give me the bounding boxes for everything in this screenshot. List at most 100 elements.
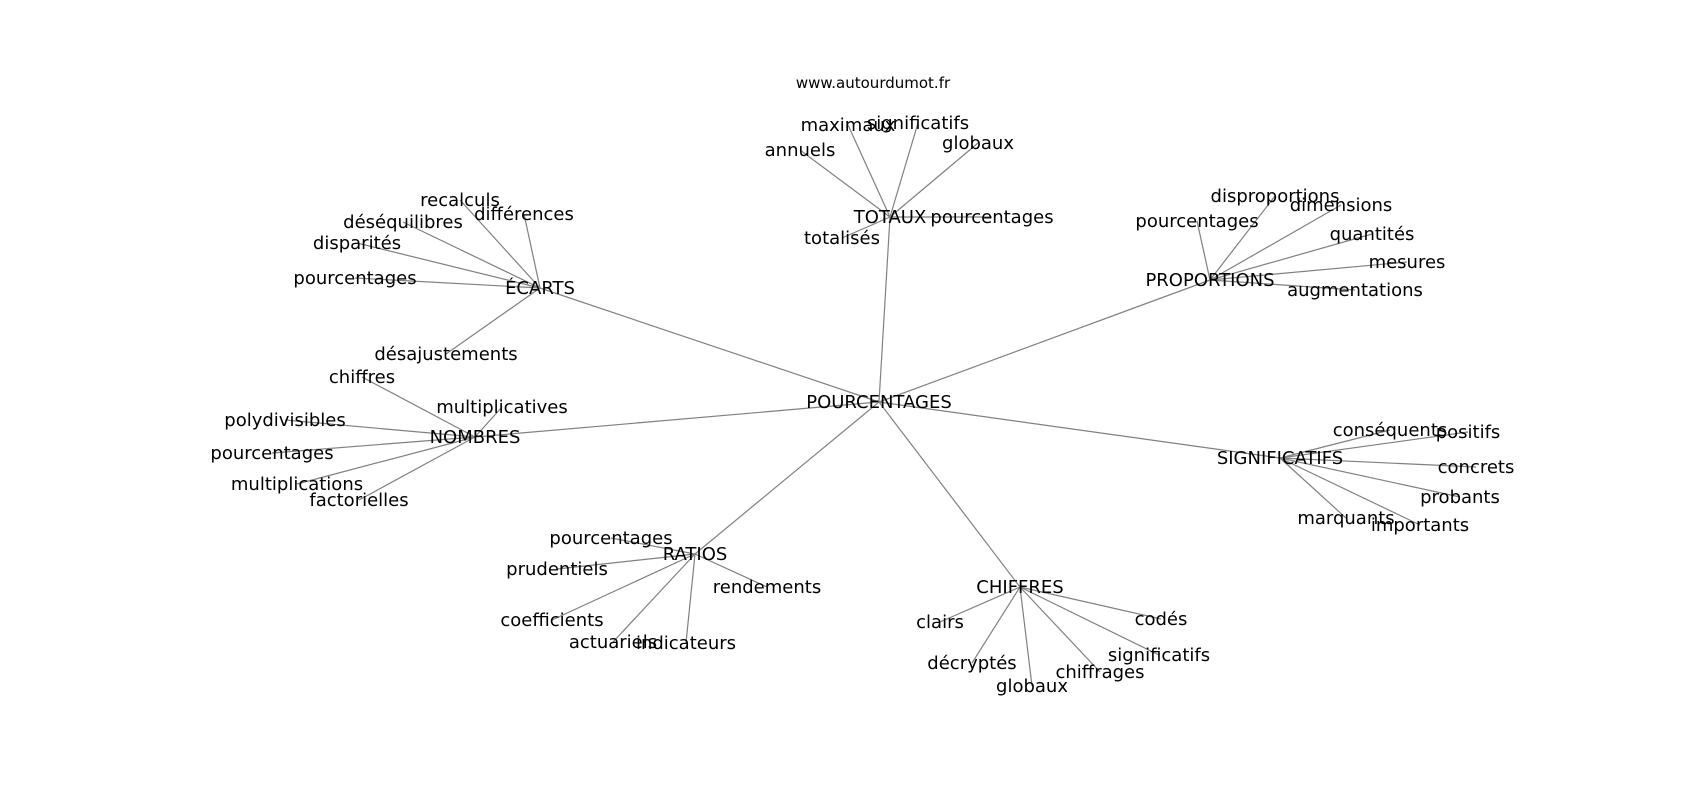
edge-totaux-leaf-1: [889, 122, 919, 218]
leaf-label-ecarts-4: pourcentages: [293, 268, 416, 289]
group-label-totaux: TOTAUX: [853, 207, 927, 228]
leaf-label-nombres-2: polydivisibles: [224, 410, 345, 431]
graph-edges: [271, 122, 1477, 687]
leaf-label-ecarts-2: déséquilibres: [343, 212, 463, 233]
edge-nombres-leaf-4: [296, 436, 476, 485]
graph-labels: maximaux significatifs annuels globaux pourc…: [210, 113, 1514, 697]
leaf-label-significatifs-3: probants: [1420, 487, 1500, 508]
source-url: www.autourdumot.fr: [796, 74, 951, 92]
leaf-label-significatifs-0: conséquents: [1333, 420, 1448, 441]
edge-chiffres-leaf-5: [1019, 586, 1033, 687]
edge-center-ratios: [694, 401, 880, 555]
edge-significatifs-leaf-3: [1279, 457, 1461, 498]
leaf-label-significatifs-5: importants: [1371, 515, 1469, 536]
edge-significatifs-leaf-0: [1279, 429, 1391, 459]
edge-ratios-leaf-4: [612, 553, 696, 643]
edge-nombres-leaf-5: [358, 436, 476, 501]
group-label-nombres: NOMBRES: [430, 427, 521, 448]
edge-center-totaux: [878, 216, 891, 403]
leaf-label-ecarts-0: recalculs: [420, 190, 500, 211]
edge-ecarts-leaf-0: [459, 199, 541, 289]
leaf-label-chiffres-1: codés: [1135, 609, 1188, 630]
edge-ecarts-leaf-3: [356, 242, 541, 289]
leaf-label-totaux-2: annuels: [765, 140, 836, 161]
edge-ecarts-leaf-5: [445, 287, 541, 355]
leaf-label-ratios-1: prudentiels: [506, 559, 608, 580]
leaf-label-ratios-4: actuariels: [569, 632, 657, 653]
edge-chiffres-leaf-1: [1019, 586, 1162, 620]
edge-totaux-leaf-0: [847, 124, 891, 218]
leaf-label-ecarts-1: différences: [474, 204, 574, 225]
edge-ecarts-leaf-4: [354, 277, 541, 289]
leaf-label-proportions-5: augmentations: [1287, 280, 1423, 301]
leaf-label-chiffres-5: globaux: [996, 676, 1068, 697]
edge-ratios-leaf-1: [556, 553, 696, 570]
leaf-label-totaux-5: totalisés: [804, 228, 880, 249]
leaf-label-significatifs-2: concrets: [1438, 457, 1515, 478]
edge-ecarts-leaf-2: [402, 221, 541, 289]
group-label-chiffres: CHIFFRES: [976, 577, 1063, 598]
edge-proportions-leaf-0: [1209, 195, 1276, 281]
leaf-label-proportions-3: quantités: [1330, 224, 1415, 245]
edge-chiffres-leaf-4: [1019, 586, 1101, 673]
leaf-label-significatifs-1: positifs: [1436, 422, 1501, 443]
center-label: POURCENTAGES: [806, 392, 952, 413]
edge-chiffres-leaf-0: [939, 586, 1021, 623]
edge-chiffres-leaf-2: [971, 586, 1021, 664]
leaf-label-ratios-5: indicateurs: [636, 633, 736, 654]
edge-totaux-leaf-3: [889, 142, 979, 218]
leaf-label-proportions-4: mesures: [1369, 252, 1446, 273]
leaf-label-ratios-3: coefficients: [500, 610, 603, 631]
edge-center-nombres: [474, 401, 880, 438]
edge-significatifs-leaf-5: [1279, 457, 1421, 526]
leaf-label-totaux-4: pourcentages: [930, 207, 1053, 228]
edge-ratios-leaf-2: [694, 553, 768, 588]
edge-center-chiffres: [878, 401, 1021, 588]
edge-proportions-leaf-4: [1209, 261, 1408, 281]
edge-nombres-leaf-0: [361, 376, 476, 438]
leaf-label-nombres-4: multiplications: [231, 474, 363, 495]
group-label-ecarts: ÉCARTS: [505, 277, 575, 299]
edge-significatifs-leaf-4: [1279, 457, 1347, 519]
edge-ratios-leaf-0: [610, 537, 696, 555]
group-label-ratios: RATIOS: [663, 544, 728, 565]
leaf-label-ecarts-3: disparités: [313, 233, 401, 254]
group-label-proportions: PROPORTIONS: [1145, 270, 1274, 291]
edge-ratios-leaf-3: [551, 553, 696, 621]
edge-center-ecarts: [539, 287, 880, 403]
leaf-label-nombres-1: multiplicatives: [436, 397, 568, 418]
edge-nombres-leaf-1: [474, 406, 503, 438]
leaf-label-proportions-1: dimensions: [1290, 195, 1393, 216]
leaf-label-chiffres-3: significatifs: [1108, 645, 1210, 666]
edge-proportions-leaf-3: [1209, 233, 1373, 281]
leaf-label-totaux-0: maximaux: [801, 115, 896, 136]
leaf-label-nombres-5: factorielles: [309, 490, 408, 511]
leaf-label-significatifs-4: marquants: [1297, 508, 1394, 529]
edge-center-significatifs: [878, 401, 1281, 459]
edge-significatifs-leaf-1: [1279, 431, 1469, 459]
leaf-label-ratios-2: rendements: [713, 577, 821, 598]
edge-proportions-leaf-5: [1209, 279, 1356, 291]
edge-totaux-leaf-2: [799, 149, 891, 218]
leaf-label-nombres-0: chiffres: [329, 367, 395, 388]
edge-center-proportions: [878, 279, 1211, 403]
edge-significatifs-leaf-2: [1279, 457, 1477, 468]
edge-proportions-leaf-2: [1196, 220, 1211, 281]
edge-ecarts-leaf-1: [523, 213, 541, 289]
edge-nombres-leaf-3: [271, 436, 476, 454]
edge-totaux-leaf-5: [841, 216, 891, 239]
leaf-label-chiffres-4: chiffrages: [1055, 662, 1144, 683]
leaf-label-proportions-0: disproportions: [1211, 186, 1340, 207]
leaf-label-chiffres-0: clairs: [916, 612, 964, 633]
group-label-significatifs: SIGNIFICATIFS: [1217, 448, 1343, 469]
edge-proportions-leaf-1: [1209, 204, 1342, 281]
leaf-label-nombres-3: pourcentages: [210, 443, 333, 464]
edge-nombres-leaf-2: [284, 419, 476, 438]
leaf-label-proportions-2: pourcentages: [1135, 211, 1258, 232]
leaf-label-ratios-0: pourcentages: [549, 528, 672, 549]
leaf-label-ecarts-5: désajustements: [374, 344, 517, 365]
edge-chiffres-leaf-3: [1019, 586, 1160, 656]
edge-ratios-leaf-5: [685, 553, 696, 644]
leaf-label-chiffres-2: décryptés: [927, 653, 1016, 674]
